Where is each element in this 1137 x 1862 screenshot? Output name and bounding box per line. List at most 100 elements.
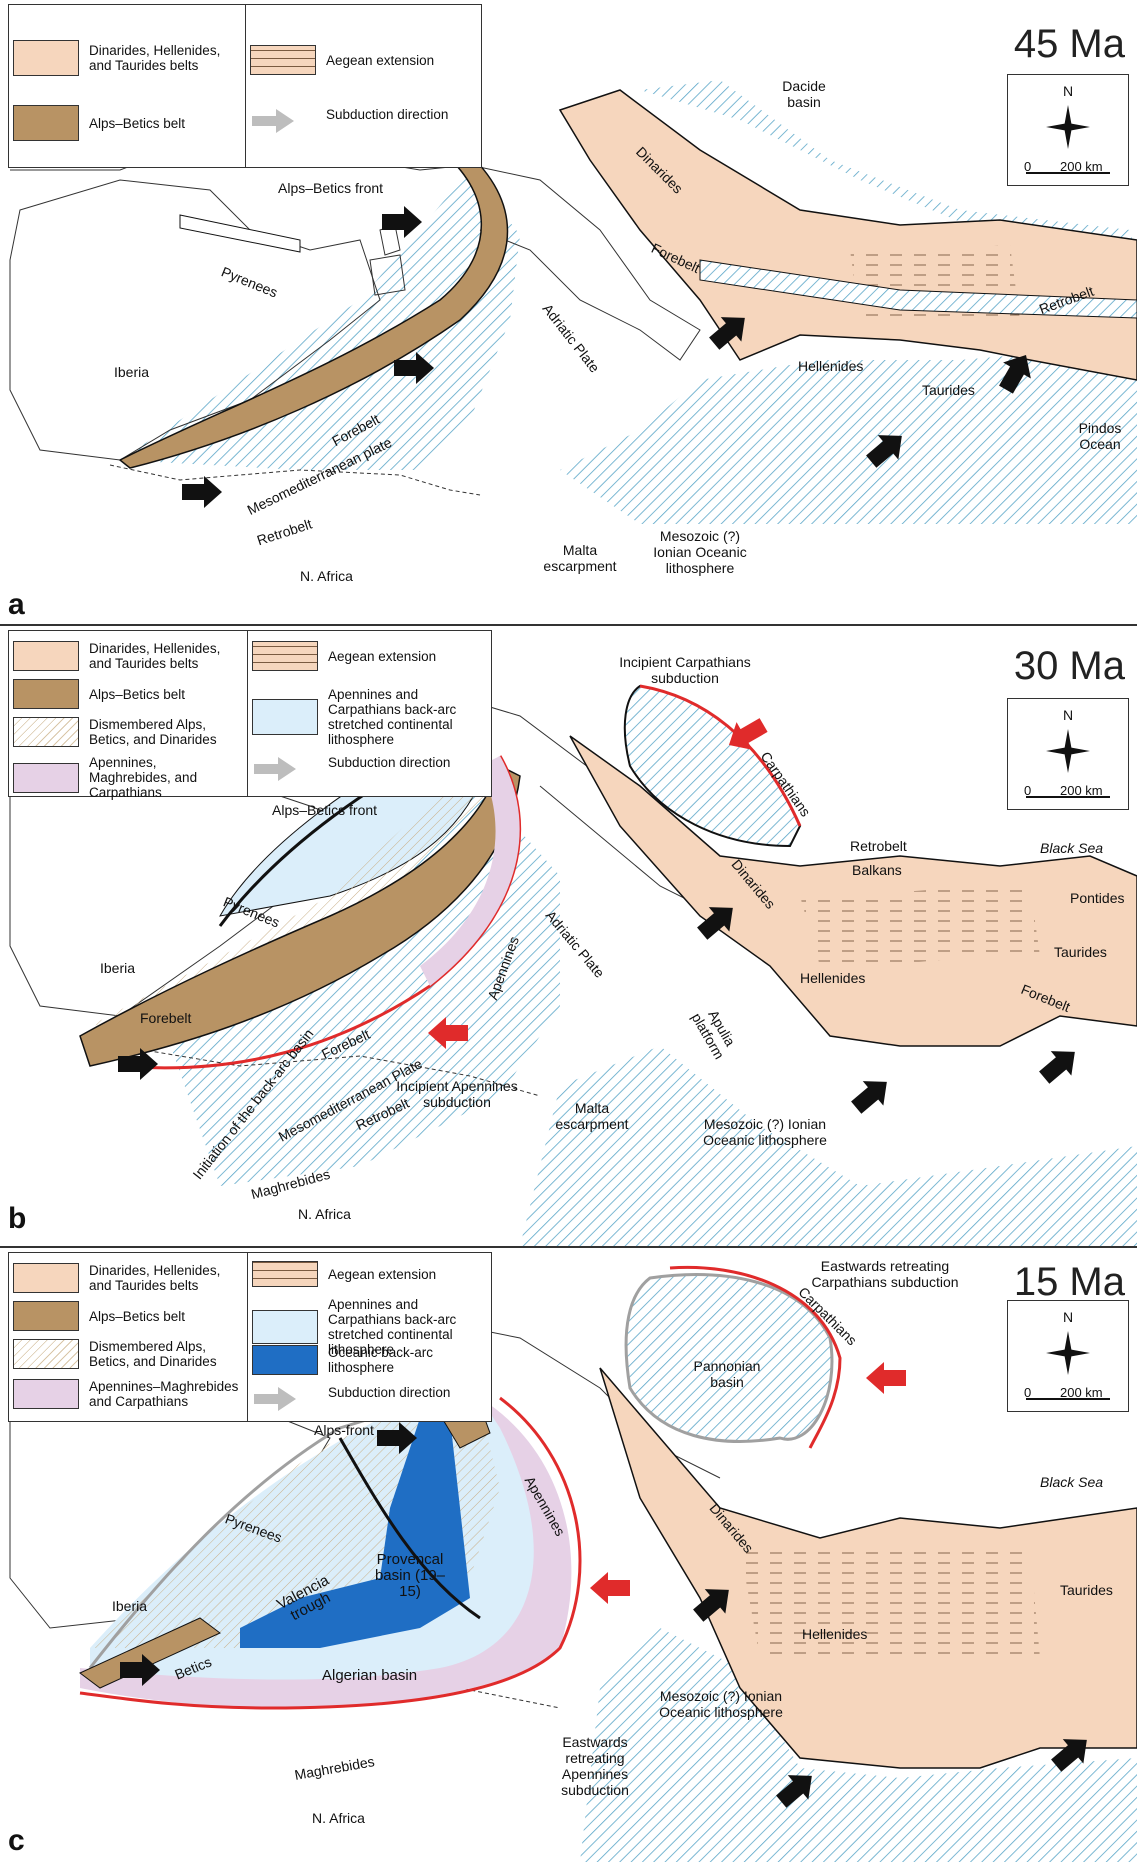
label-forebelt: Forebelt	[140, 1010, 192, 1026]
panel-letter: a	[8, 588, 25, 621]
ocean-hatch-west	[120, 170, 520, 470]
valencia-grey-line	[88, 1386, 471, 1669]
label-hellenides: Hellenides	[802, 1626, 868, 1642]
legend-item: Apennines, Maghrebides, and Carpathians	[13, 755, 239, 800]
label-pontides: Pontides	[1070, 890, 1125, 906]
legend-item: Apennines and Carpathians back-arc stret…	[252, 1297, 488, 1357]
aegean-extension-b	[800, 886, 1040, 966]
legend-item: Apennines–Maghrebides and Carpathians	[13, 1379, 239, 1409]
age-label: 15 Ma	[1013, 1260, 1125, 1304]
map-c	[9, 1265, 1137, 1862]
label-mesozoic: Mesozoic (?) Ionian Oceanic lithosphere	[659, 1688, 783, 1720]
compass-rose-icon	[1026, 105, 1110, 174]
label-n-africa: N. Africa	[298, 1206, 351, 1222]
legend-item: Alps–Betics belt	[13, 679, 185, 709]
label-iberia: Iberia	[114, 364, 150, 380]
subduction-arrow	[776, 1775, 812, 1808]
label-mesozoic: Mesozoic (?) Ionian Oceanic lithosphere	[703, 1116, 827, 1148]
label-eastwards-carpathians: Eastwards retreating Carpathians subduct…	[811, 1258, 959, 1290]
label-pindos: Pindos Ocean	[1078, 420, 1122, 452]
subduction-arrow	[377, 1422, 417, 1454]
subduction-arrow	[382, 206, 422, 238]
subduction-arrow-red	[590, 1572, 630, 1604]
label-malta: Malta escarpment	[543, 542, 617, 574]
map-a	[9, 80, 1137, 524]
ocean-hatch-north	[640, 80, 1137, 260]
compass-rose-icon	[1026, 1331, 1110, 1400]
age-label: 45 Ma	[1013, 22, 1125, 66]
compass-scale: N 0 200 km	[1007, 74, 1129, 186]
legend-item: Oceanic back-arc lithosphere	[252, 1345, 468, 1375]
legend-a: Dinarides, Hellenides, and Taurides belt…	[8, 4, 482, 168]
alps-betics-belt	[79, 764, 521, 1067]
legend-item: Apennines and Carpathians back-arc stret…	[252, 687, 488, 747]
label-incipient-apennines: Incipient Apennines subduction	[396, 1078, 518, 1110]
legend-item: Dinarides, Hellenides, and Taurides belt…	[13, 1263, 239, 1293]
panel-c: Dinarides, Hellenides, and Taurides belt…	[0, 1246, 1137, 1862]
panel-b: Dinarides, Hellenides, and Taurides belt…	[0, 624, 1137, 1246]
compass-scale: N 0 200 km	[1007, 1300, 1129, 1412]
label-black-sea: Black Sea	[1040, 840, 1104, 856]
legend-item: Aegean extension	[252, 1261, 436, 1287]
subduction-arrow	[1039, 1051, 1075, 1084]
legend-item: Aegean extension	[250, 45, 434, 75]
subduction-arrow	[999, 354, 1031, 394]
iberia-coast	[9, 179, 381, 461]
subduction-arrow	[182, 476, 222, 508]
oceanic-backarc	[240, 1418, 470, 1648]
label-taurides: Taurides	[922, 382, 975, 398]
label-alps-front: Alps–Betics front	[272, 802, 378, 818]
legend-item: Alps–Betics belt	[13, 105, 185, 141]
subduction-arrow-red	[866, 1362, 906, 1394]
label-hellenides: Hellenides	[800, 970, 866, 986]
label-algerian: Algerian basin	[322, 1667, 418, 1684]
label-alps-front: Alps-front	[314, 1422, 374, 1438]
panel-letter: b	[8, 1202, 27, 1235]
subduction-arrow	[866, 435, 902, 468]
label-black-sea: Black Sea	[1040, 1474, 1104, 1490]
label-taurides: Taurides	[1054, 944, 1107, 960]
label-alps-front: Alps–Betics front	[278, 180, 384, 196]
apennines-front	[79, 1396, 582, 1710]
label-retrobelt-east: Retrobelt	[850, 838, 907, 854]
panel-a: Dinarides, Hellenides, and Taurides belt…	[0, 0, 1137, 621]
legend-c: Dinarides, Hellenides, and Taurides belt…	[8, 1252, 492, 1422]
legend-item: Dismembered Alps, Betics, and Dinarides	[13, 717, 239, 747]
legend-b: Dinarides, Hellenides, and Taurides belt…	[8, 630, 492, 800]
africa-coast	[119, 1045, 541, 1097]
carpathians-front	[639, 684, 802, 827]
label-balkans: Balkans	[852, 862, 902, 878]
pindos-channel	[699, 259, 1137, 319]
ocean-hatch-east	[520, 1046, 1137, 1246]
carpathians-front	[669, 1265, 842, 1449]
ocean-hatch-east	[560, 345, 1137, 524]
subduction-arrow	[394, 352, 434, 384]
aegean-extension-c	[740, 1548, 1040, 1658]
legend-item: Dismembered Alps, Betics, and Dinarides	[13, 1339, 239, 1369]
label-iberia: Iberia	[100, 960, 136, 976]
label-hellenides: Hellenides	[798, 358, 864, 374]
label-n-africa: N. Africa	[300, 568, 353, 584]
legend-item: Aegean extension	[252, 641, 436, 671]
label-dacide: Dacide basin	[782, 78, 826, 110]
subduction-arrow	[697, 907, 733, 940]
subduction-arrow-red	[428, 1017, 468, 1049]
legend-item: Subduction direction	[252, 755, 450, 781]
age-label: 30 Ma	[1013, 644, 1125, 688]
subduction-arrow	[120, 1654, 160, 1686]
legend-item: Alps–Betics belt	[13, 1301, 185, 1331]
subduction-arrow	[118, 1048, 158, 1080]
apennines-pink	[420, 756, 520, 986]
betics-brown	[79, 1617, 221, 1689]
label-malta: Malta escarpment	[555, 1100, 629, 1132]
label-n-africa: N. Africa	[312, 1810, 365, 1826]
compass-rose-icon	[1026, 729, 1110, 798]
panel-letter: c	[8, 1824, 25, 1857]
provencal-black-line	[338, 1437, 481, 1620]
label-eastwards-apennines: Eastwards retreating Apennines subductio…	[561, 1734, 629, 1798]
subduction-arrow	[851, 1081, 887, 1114]
dinaride-belt	[569, 735, 1137, 1047]
legend-item: Dinarides, Hellenides, and Taurides belt…	[13, 40, 239, 76]
label-provencal: Provencal basin (19–15)	[374, 1551, 446, 1600]
africa-coast	[109, 464, 481, 496]
